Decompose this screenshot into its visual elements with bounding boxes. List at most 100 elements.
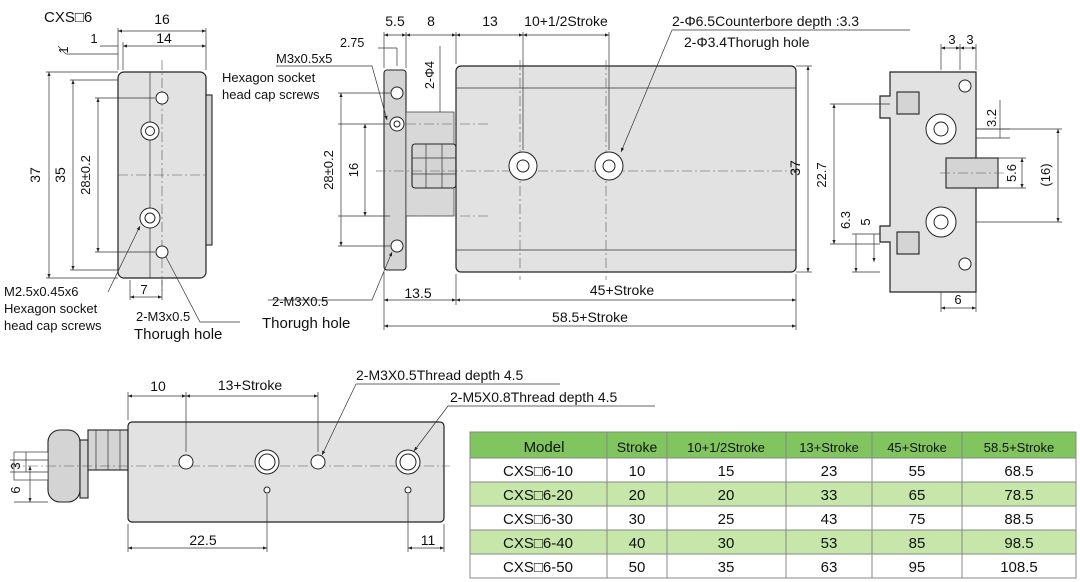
front-hole-top [155,91,169,105]
table-cell: CXS□6-50 [503,559,573,576]
drawing-title: CXS□6 [44,9,92,26]
dim-front-width-inner: 14 [156,30,172,46]
table-cell: 65 [909,487,926,504]
table-cell: 63 [821,559,838,576]
table-cell: 75 [909,511,926,528]
table-row: CXS□6-30 30 25 43 75 88.5 [470,506,1076,530]
label-front-screw-desc-2: head cap screws [4,318,102,333]
table-cell: 15 [718,463,735,480]
label-front-hole-desc: Thorugh hole [134,326,222,343]
side-view-cylinder-body [455,65,797,273]
table-row: CXS□6-20 20 20 33 65 78.5 [470,482,1076,506]
table-header-13-stroke: 13+Stroke [799,440,859,455]
note-counterbore: 2-Φ6.5Counterbore depth :3.3 [672,13,859,29]
bottom-thread-m3-2 [310,454,326,470]
table-header-stroke: Stroke [617,439,658,455]
table-cell: 35 [718,559,735,576]
dim-side-37: 37 [787,160,803,176]
stroke-table: Model Stroke 10+1/2Stroke 13+Stroke 45+S… [469,431,1077,579]
dim-side-13: 13 [482,13,498,29]
table-cell: 78.5 [1004,487,1033,504]
table-cell: 55 [909,463,926,480]
dim-side-585-stroke: 58.5+Stroke [552,309,628,325]
front-hole-bottom [155,245,169,259]
front-view: 16 14 1 1 37 35 28±0.2 7 M2.5x0.45x6 Hex… [4,11,240,343]
dim-side-135: 13.5 [404,285,431,301]
dim-front-offset-1-label: 1 [57,46,71,53]
dim-front-height-outer: 37 [27,167,43,183]
dim-front-bottom-offset: 7 [140,282,147,297]
side-hole-bottom [390,239,404,253]
table-cell: 68.5 [1004,463,1033,480]
note-thread-m3: 2-M3X0.5Thread depth 4.5 [356,367,524,383]
label-front-screw: M2.5x0.45x6 [4,284,78,299]
table-cell: CXS□6-40 [503,535,573,552]
table-row: CXS□6-50 50 35 63 95 108.5 [470,554,1076,578]
table-header-half-stroke: 10+1/2Stroke [687,440,765,455]
table-cell: 108.5 [1000,559,1038,576]
bottom-view: 10 13+Stroke 2-M3X0.5Thread depth 4.5 2-… [8,367,655,552]
table-cell: 30 [629,511,646,528]
table-cell: 33 [821,487,838,504]
label-side-m3: 2-M3X0.5 [272,294,328,309]
label-front-hole: 2-M3x0.5 [136,309,190,324]
label-side-screw-desc-2: head cap screws [222,87,320,102]
dim-side-45-stroke: 45+Stroke [590,282,654,298]
dim-bottom-3: 3 [8,462,23,469]
table-cell: 23 [821,463,838,480]
bottom-view-body [127,421,445,523]
dim-front-width-total: 16 [154,11,170,27]
table-cell: 88.5 [1004,511,1033,528]
end-hole-bottom [958,257,972,271]
note-through-hole: 2-Φ3.4Thorugh hole [684,34,810,50]
dim-end-5: 5 [858,218,873,225]
table-cell: 43 [821,511,838,528]
side-view: 5.5 8 13 10+1/2Stroke 2.75 2-Φ4 M3x0.5x5… [222,13,910,332]
dim-bottom-13-stroke: 13+Stroke [218,377,282,393]
end-hole-top [958,79,972,93]
table-cell: 10 [629,463,646,480]
dim-bottom-10: 10 [150,378,166,394]
dim-side-275: 2.75 [340,36,364,50]
dim-front-offset: 1 [90,31,97,46]
table-cell: 40 [629,535,646,552]
dim-end-56: 5.6 [1004,164,1019,182]
table-cell: CXS□6-20 [503,487,573,504]
table-cell: 95 [909,559,926,576]
label-side-screw-desc-1: Hexagon socket [222,70,316,85]
dim-end-3b: 3 [966,32,973,47]
dim-bottom-11: 11 [421,532,436,548]
table-header-model: Model [524,439,565,456]
dim-end-6: 6 [954,292,961,307]
dim-end-63: 6.3 [838,211,853,229]
dim-side-16: 16 [346,163,361,177]
dim-side-8: 8 [427,13,435,29]
dim-end-227: 22.7 [814,162,829,187]
table-row: CXS□6-10 10 15 23 55 68.5 [470,458,1076,482]
dim-front-hole-pitch: 28±0.2 [78,155,93,195]
table-cell: 85 [909,535,926,552]
dim-end-16p: (16) [1038,163,1053,186]
dim-front-height-inner: 35 [52,167,68,183]
end-view: 3 3 3.2 5.6 (16) 22.7 6.3 5 6 [814,32,1062,312]
side-hole-top [390,86,404,100]
dim-end-32: 3.2 [984,109,999,127]
table-cell: 25 [718,511,735,528]
table-cell: 20 [629,487,646,504]
table-cell: 30 [718,535,735,552]
table-cell: 53 [821,535,838,552]
dim-side-phi4: 2-Φ4 [423,61,437,89]
table-header-585-stroke: 58.5+Stroke [984,440,1054,455]
dim-side-half-stroke: 10+1/2Stroke [524,13,608,29]
table-row: CXS□6-40 40 30 53 85 98.5 [470,530,1076,554]
label-side-screw: M3x0.5x5 [276,51,332,66]
dim-side-55: 5.5 [385,13,405,29]
table-cell: 20 [718,487,735,504]
label-front-screw-desc-1: Hexagon socket [4,301,98,316]
dim-bottom-225: 22.5 [189,532,216,548]
table-cell: CXS□6-10 [503,463,573,480]
table-cell: CXS□6-30 [503,511,573,528]
label-side-m3-desc: Thorugh hole [262,315,350,332]
dim-bottom-6: 6 [8,486,23,493]
